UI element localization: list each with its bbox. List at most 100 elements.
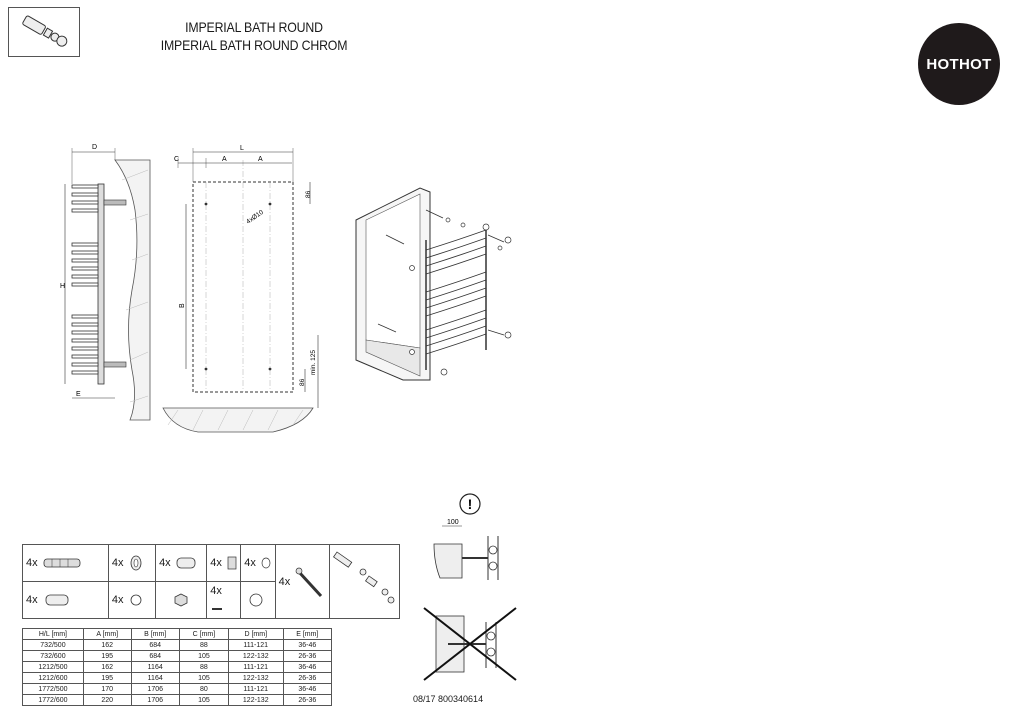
brand-logo: HOTHOT xyxy=(918,23,1000,105)
kit-qty: 4x xyxy=(210,584,222,597)
dim-label-l: L xyxy=(240,145,244,152)
cell: 732/500 xyxy=(22,639,84,651)
cell: 1212/600 xyxy=(22,672,84,684)
dim-min-125: min. 125 xyxy=(310,350,317,375)
fitting-icon xyxy=(22,15,68,47)
kit-cell-assembly xyxy=(328,543,401,620)
cell: 1706 xyxy=(130,694,180,706)
cell: 1706 xyxy=(130,683,180,695)
dim-label-d: D xyxy=(92,144,97,151)
kit-qty: 4x xyxy=(159,556,171,569)
cell: 220 xyxy=(82,694,132,706)
cell: 105 xyxy=(178,650,229,662)
kit-cell-anchor: 4x xyxy=(22,544,109,582)
end-cap-icon xyxy=(249,593,263,607)
cell: 88 xyxy=(178,661,229,673)
dim-86-top: 86 xyxy=(305,190,312,198)
col-header: C [mm] xyxy=(178,628,229,640)
assembly-exploded-icon xyxy=(332,551,394,604)
cell: 684 xyxy=(130,650,180,662)
dim-label-a-right: A xyxy=(258,156,263,163)
col-header: D [mm] xyxy=(227,628,284,640)
kit-cell-disc: 4x xyxy=(240,544,276,582)
sleeve-icon xyxy=(176,557,196,569)
cell: 162 xyxy=(82,661,132,673)
cell: 111-121 xyxy=(227,639,284,651)
side-view-drawing: D H E xyxy=(60,144,151,421)
cell: 170 xyxy=(82,683,132,695)
warning-icon xyxy=(459,493,481,515)
cell: 105 xyxy=(178,694,229,706)
kit-qty: 4x xyxy=(111,594,124,606)
col-header: B [mm] xyxy=(130,628,180,640)
product-subtitle: IMPERIAL BATH ROUND CHROM xyxy=(160,37,348,53)
ring-icon xyxy=(130,555,142,571)
kit-qty: 4x xyxy=(244,556,256,569)
kit-qty: 4x xyxy=(26,594,38,606)
cell: 195 xyxy=(82,672,132,684)
kit-cell-screw: 4x xyxy=(206,580,242,620)
product-thumbnail xyxy=(8,7,80,57)
cell: 26-36 xyxy=(282,672,333,684)
kit-cell-long-screw: 4x xyxy=(274,543,330,620)
kit-cell-nut xyxy=(155,580,208,620)
kit-cell-sleeve-2: 4x xyxy=(22,580,109,620)
cell: 1164 xyxy=(130,672,180,684)
parts-kit-table: 4x 4x 4x 4x 4x 4x 4x xyxy=(22,543,401,620)
cell: 195 xyxy=(82,650,132,662)
clip-icon xyxy=(130,594,142,606)
kit-cell-sleeve: 4x xyxy=(155,544,208,582)
dim-label-a-left: A xyxy=(222,156,227,163)
cell: 80 xyxy=(178,683,229,695)
dim-label-c: C xyxy=(174,156,179,163)
warning-correct-mounting: ! 100 xyxy=(433,493,499,580)
wall-plug-icon xyxy=(43,558,81,568)
kit-cell-cap-2 xyxy=(240,580,276,620)
cell: 105 xyxy=(178,672,229,684)
incorrect-mounting xyxy=(423,607,517,681)
cell: 684 xyxy=(130,639,180,651)
cell: 36-46 xyxy=(282,683,333,695)
kit-qty: 4x xyxy=(278,575,291,588)
cell: 1772/500 xyxy=(22,683,84,695)
cell: 1772/600 xyxy=(22,694,84,706)
cell: 111-121 xyxy=(227,683,284,695)
front-view-drawing: L C A A B 4xØ10 86 86 min. 125 xyxy=(162,145,319,433)
dim-label-h: H xyxy=(60,283,65,290)
sleeve-long-icon xyxy=(45,594,69,606)
isometric-drawing xyxy=(355,187,512,381)
product-title: IMPERIAL BATH ROUND xyxy=(185,19,323,35)
dim-86-bottom: 86 xyxy=(299,378,306,386)
long-screw-icon xyxy=(295,567,322,597)
nut-icon xyxy=(174,593,188,607)
warning-symbol: ! xyxy=(468,496,473,512)
cap-icon xyxy=(227,556,237,570)
col-header: H/L [mm] xyxy=(22,628,84,640)
screw-icon xyxy=(212,608,223,610)
kit-qty: 4x xyxy=(210,556,222,569)
disc-icon xyxy=(261,557,271,569)
cell: 26-36 xyxy=(282,694,333,706)
col-header: E [mm] xyxy=(282,628,333,640)
kit-cell-clip: 4x xyxy=(107,580,157,620)
dim-label-b: B xyxy=(179,303,186,308)
col-header: A [mm] xyxy=(82,628,132,640)
kit-cell-screw-cap: 4x xyxy=(206,544,242,582)
dim-label-e: E xyxy=(76,391,81,398)
dimension-table: H/L [mm] A [mm] B [mm] C [mm] D [mm] E [… xyxy=(22,628,333,706)
cell: 122-132 xyxy=(227,650,284,662)
cell: 122-132 xyxy=(227,694,284,706)
kit-qty: 4x xyxy=(26,556,38,569)
cell: 162 xyxy=(82,639,132,651)
kit-cell-washer: 4x xyxy=(107,544,157,582)
cell: 36-46 xyxy=(282,639,333,651)
cell: 732/600 xyxy=(22,650,84,662)
cell: 1212/500 xyxy=(22,661,84,673)
cell: 111-121 xyxy=(227,661,284,673)
kit-qty: 4x xyxy=(111,556,124,569)
